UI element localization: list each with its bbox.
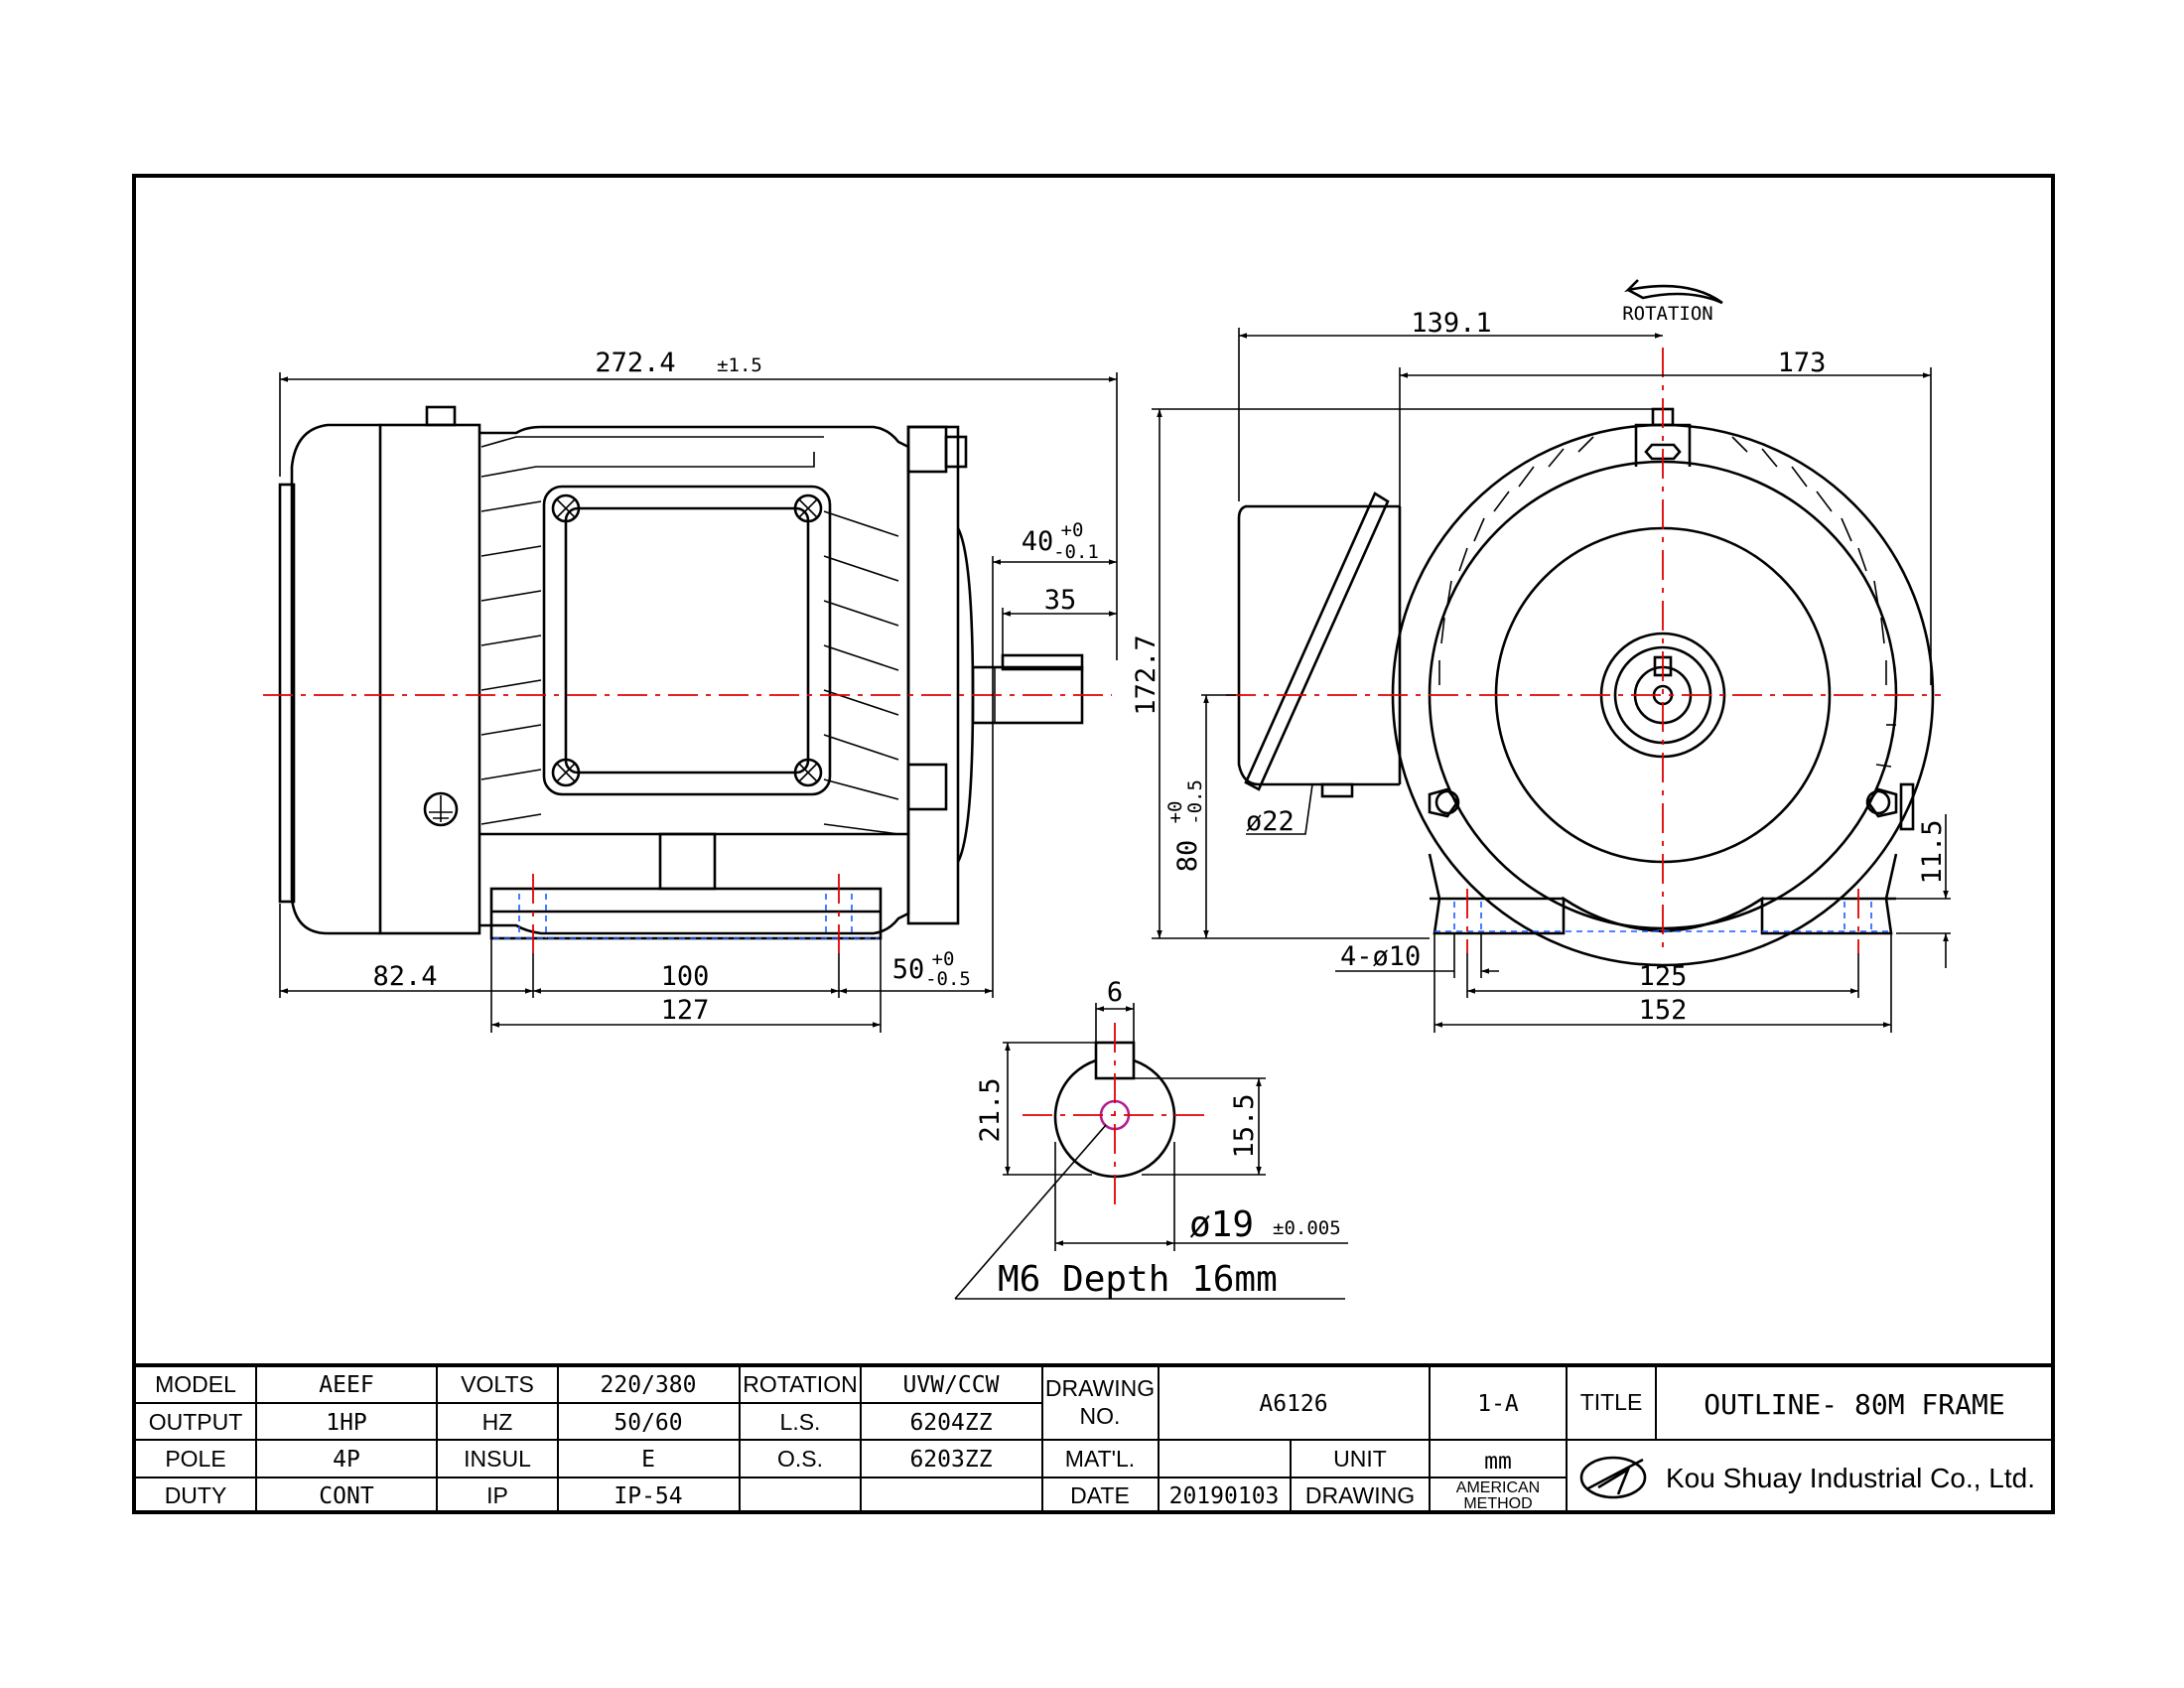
foot-hidden-holes xyxy=(493,894,879,939)
tb-os-value: 6203ZZ xyxy=(909,1447,992,1473)
terminal-box-side xyxy=(1237,504,1400,786)
terminal-box-cover xyxy=(564,506,810,774)
tb-drawing-no-label-2: NO. xyxy=(1080,1403,1121,1429)
cooling-fins xyxy=(480,436,899,835)
dim-shaft-shoulder-tol-low: -0.5 xyxy=(925,968,971,990)
tb-date-label: DATE xyxy=(1070,1482,1130,1508)
dim-shaft-length-tol-up: +0 xyxy=(1061,519,1084,541)
dim-foot-width-holes: 125 xyxy=(1639,961,1688,992)
dim-shaft-dia: ø19 xyxy=(1189,1204,1254,1245)
tb-volts-label: VOLTS xyxy=(461,1371,534,1397)
shaft-detail: 6 21.5 15.5 ø19 ±0.005 M6 Depth 16mm xyxy=(954,977,1348,1300)
tb-ls-value: 6204ZZ xyxy=(909,1410,992,1436)
tb-insul-label: INSUL xyxy=(464,1446,531,1472)
terminal-screws xyxy=(551,493,823,787)
foot-base xyxy=(489,887,883,940)
dim-center-to-fin: 173 xyxy=(1778,348,1827,378)
dim-shaft-length: 40 xyxy=(1022,526,1054,557)
front-end-shield xyxy=(906,425,960,925)
tb-hz-label: HZ xyxy=(482,1409,513,1435)
tb-method-1: AMERICAN xyxy=(1456,1479,1540,1496)
dim-foot-hole-spacing: 100 xyxy=(661,961,710,992)
front-dimensions: 139.1 173 172.7 80 +0 -0.5 11.5 4-ø10 xyxy=(1131,308,1951,1033)
dim-terminal-box-offset: 139.1 xyxy=(1411,308,1491,339)
tb-volts-value: 220/380 xyxy=(601,1372,697,1398)
radial-fins xyxy=(1438,436,1896,768)
tb-ls-label: L.S. xyxy=(780,1409,821,1435)
rotation-indicator: ROTATION xyxy=(1622,279,1723,325)
tb-ip-label: IP xyxy=(486,1482,508,1508)
dim-rear-to-foot: 82.4 xyxy=(372,961,437,992)
tb-pole-label: POLE xyxy=(165,1446,225,1472)
tb-os-label: O.S. xyxy=(777,1446,823,1472)
tb-revision: 1-A xyxy=(1477,1391,1519,1417)
tb-duty-value: CONT xyxy=(319,1483,374,1509)
tb-model-label: MODEL xyxy=(155,1371,236,1397)
fan-cover xyxy=(290,423,380,935)
tb-title-label: TITLE xyxy=(1580,1389,1643,1415)
dim-key-length: 35 xyxy=(1044,585,1077,616)
dim-mount-holes: 4-ø10 xyxy=(1340,941,1421,972)
dim-shaft-dia-tol: ±0.005 xyxy=(1273,1217,1341,1239)
tb-pole-value: 4P xyxy=(333,1447,360,1473)
dim-shaft-key-depth: 15.5 xyxy=(1229,1093,1260,1158)
dim-center-height-tol-up: +0 xyxy=(1164,801,1186,824)
dim-shaft-length-tol-low: -0.1 xyxy=(1053,541,1099,563)
dim-shaft-shoulder-tol-up: +0 xyxy=(932,948,955,970)
title-block: MODEL AEEF VOLTS 220/380 ROTATION UVW/CC… xyxy=(134,1363,2053,1512)
ground-symbol xyxy=(423,791,459,827)
tb-model-value: AEEF xyxy=(319,1372,373,1398)
tb-date-value: 20190103 xyxy=(1169,1483,1280,1509)
foot-stem xyxy=(658,832,717,891)
dim-foot-thickness: 11.5 xyxy=(1917,819,1948,884)
dim-overall-length-tol: ±1.5 xyxy=(717,354,762,376)
rear-end-shield xyxy=(378,423,481,935)
company-logo xyxy=(1579,1456,1647,1499)
rotation-label: ROTATION xyxy=(1622,303,1713,325)
drawing-border xyxy=(132,174,2055,1514)
dim-overall-height: 172.7 xyxy=(1131,634,1161,715)
dim-shaft-shoulder: 50 xyxy=(892,954,925,985)
dim-gland-dia: ø22 xyxy=(1246,806,1295,837)
tb-ip-value: IP-54 xyxy=(614,1483,682,1509)
tb-insul-value: E xyxy=(641,1447,655,1473)
tb-unit-label: UNIT xyxy=(1333,1446,1387,1472)
tb-drawing-no-value: A6126 xyxy=(1259,1391,1327,1417)
tb-output-value: 1HP xyxy=(326,1410,367,1436)
center-thread-label: M6 Depth 16mm xyxy=(998,1259,1278,1300)
shaft-key xyxy=(1001,653,1084,671)
dim-center-height-tol-low: -0.5 xyxy=(1184,779,1206,825)
terminal-box-outer xyxy=(542,485,832,796)
front-hidden-holes xyxy=(1434,902,1891,933)
dim-overall-length: 272.4 xyxy=(595,348,675,378)
tb-drawing-no-label-1: DRAWING xyxy=(1045,1375,1155,1401)
tb-output-label: OUTPUT xyxy=(149,1409,243,1435)
dim-center-height: 80 xyxy=(1172,840,1203,873)
tb-matl-label: MAT'L. xyxy=(1065,1446,1135,1472)
dim-key-width: 6 xyxy=(1107,977,1123,1008)
tb-rotation-label: ROTATION xyxy=(743,1371,857,1397)
tb-title-value: OUTLINE- 80M FRAME xyxy=(1704,1388,2004,1421)
front-view: ø22 xyxy=(1131,279,1951,1033)
side-view: 272.4 ±1.5 40 +0 -0.1 35 82.4 100 50 +0 … xyxy=(263,348,1118,1033)
tb-unit-value: mm xyxy=(1484,1449,1512,1475)
side-dimensions: 272.4 ±1.5 40 +0 -0.1 35 82.4 100 50 +0 … xyxy=(279,348,1118,1033)
tb-drawing-label: DRAWING xyxy=(1305,1482,1415,1508)
tb-company: Kou Shuay Industrial Co., Ltd. xyxy=(1666,1463,2035,1493)
dim-shaft-key-height: 21.5 xyxy=(975,1077,1006,1142)
tb-rotation-value: UVW/CCW xyxy=(903,1372,1000,1398)
tb-method-2: METHOD xyxy=(1463,1495,1532,1512)
tb-hz-value: 50/60 xyxy=(614,1410,682,1436)
dim-foot-width: 152 xyxy=(1639,995,1688,1026)
tb-duty-label: DUTY xyxy=(165,1482,227,1508)
dim-foot-length: 127 xyxy=(661,995,710,1026)
